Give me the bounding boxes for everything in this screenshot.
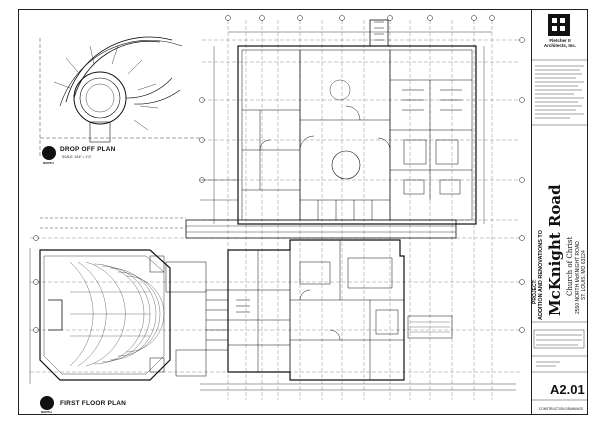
drop-off-plan-title: DROP OFF PLAN (60, 146, 116, 153)
firm-block: Fletcher II Architects, Inc. (534, 38, 586, 48)
sheet-border (18, 9, 588, 415)
north-arrow-icon (42, 146, 56, 160)
title-block (531, 9, 588, 415)
sheet-caption: CONSTRUCTION DRAWINGS (539, 407, 583, 411)
north-label-lower: NORTH (41, 410, 52, 414)
north-label-upper: NORTH (43, 161, 54, 165)
grid-logo-icon (548, 14, 570, 36)
project-name: McKnight Road (546, 184, 564, 316)
sheet-number: A2.01 (550, 382, 585, 397)
project-line-1: ADDITION AND RENOVATIONS TO (538, 230, 544, 320)
first-floor-plan-title: FIRST FLOOR PLAN (60, 400, 127, 407)
firm-name: Fletcher II (549, 38, 571, 43)
project-line-3: Church of Christ (566, 236, 574, 296)
firm-subtitle: Architects, Inc. (543, 43, 577, 48)
north-arrow-icon (40, 396, 54, 410)
project-address-2: ST. LOUIS, MO 63124 (581, 250, 587, 300)
drop-off-plan-scale: SCALE: 1/16" = 1'-0" (62, 155, 92, 159)
